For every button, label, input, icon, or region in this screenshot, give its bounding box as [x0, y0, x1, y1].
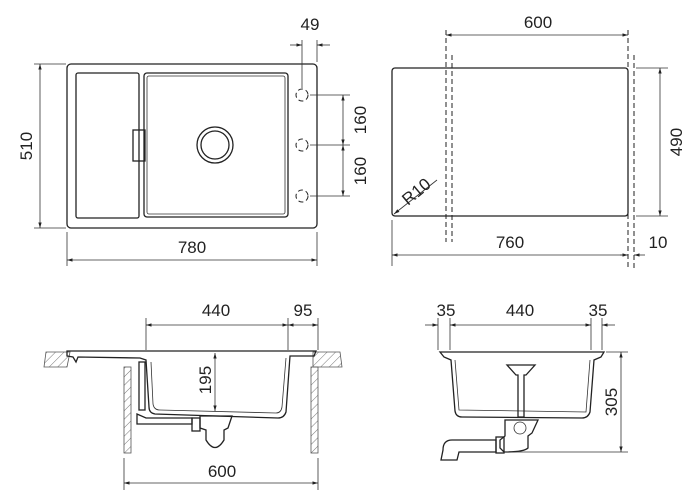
- dim-width: 780: [178, 238, 206, 257]
- outlet-pipe: [440, 439, 497, 461]
- bowl-outline: [143, 72, 289, 218]
- dim-bowl-width: 440: [202, 301, 230, 320]
- dim-tap-spacing-2: 160: [351, 157, 370, 185]
- front-view: 35 440 35 305: [425, 301, 628, 461]
- tap-hole-icon: [295, 88, 309, 102]
- dim-bowl-depth: 195: [196, 366, 215, 394]
- dim-edge: 95: [294, 301, 313, 320]
- siphon: [499, 419, 540, 453]
- cabinet-wall-left: [123, 366, 132, 454]
- sink-section: [66, 350, 317, 419]
- siphon: [199, 415, 233, 449]
- overflow-pipe: [138, 361, 146, 411]
- side-view: 440 95 195 600: [43, 301, 343, 490]
- drainer-area: [75, 72, 140, 219]
- overflow-tab: [132, 129, 146, 162]
- cabinet-wall-right: [310, 366, 319, 454]
- dim-cutout-depth: 490: [667, 128, 686, 156]
- dim-left: 35: [437, 301, 456, 320]
- dim-depth: 510: [17, 132, 36, 160]
- bowl-section: [438, 351, 606, 419]
- dim-bowl-width: 440: [506, 301, 534, 320]
- drain-inner-icon: [200, 130, 230, 160]
- tap-hole-icon: [295, 138, 309, 152]
- dim-right: 35: [589, 301, 608, 320]
- dim-height: 305: [602, 388, 621, 416]
- drain-outer-icon: [196, 126, 234, 164]
- dim-margin: 10: [649, 233, 668, 252]
- countertop-left: [43, 351, 71, 368]
- sink-outline: [66, 63, 318, 229]
- dim-tap-offset: 49: [301, 15, 320, 34]
- dim-radius: R10: [398, 174, 434, 209]
- dim-cabinet: 600: [208, 462, 236, 481]
- tap-hole-icon: [295, 189, 309, 203]
- dim-total-width: 760: [496, 233, 524, 252]
- dim-cutout-width: 600: [524, 13, 552, 32]
- countertop-right: [312, 351, 343, 368]
- top-view: 49 160 160 510 780: [17, 15, 370, 266]
- dim-tap-spacing-1: 160: [351, 106, 370, 134]
- cutout-view: 600 490 R10 760 10: [391, 13, 686, 268]
- drain-plug: [505, 364, 537, 418]
